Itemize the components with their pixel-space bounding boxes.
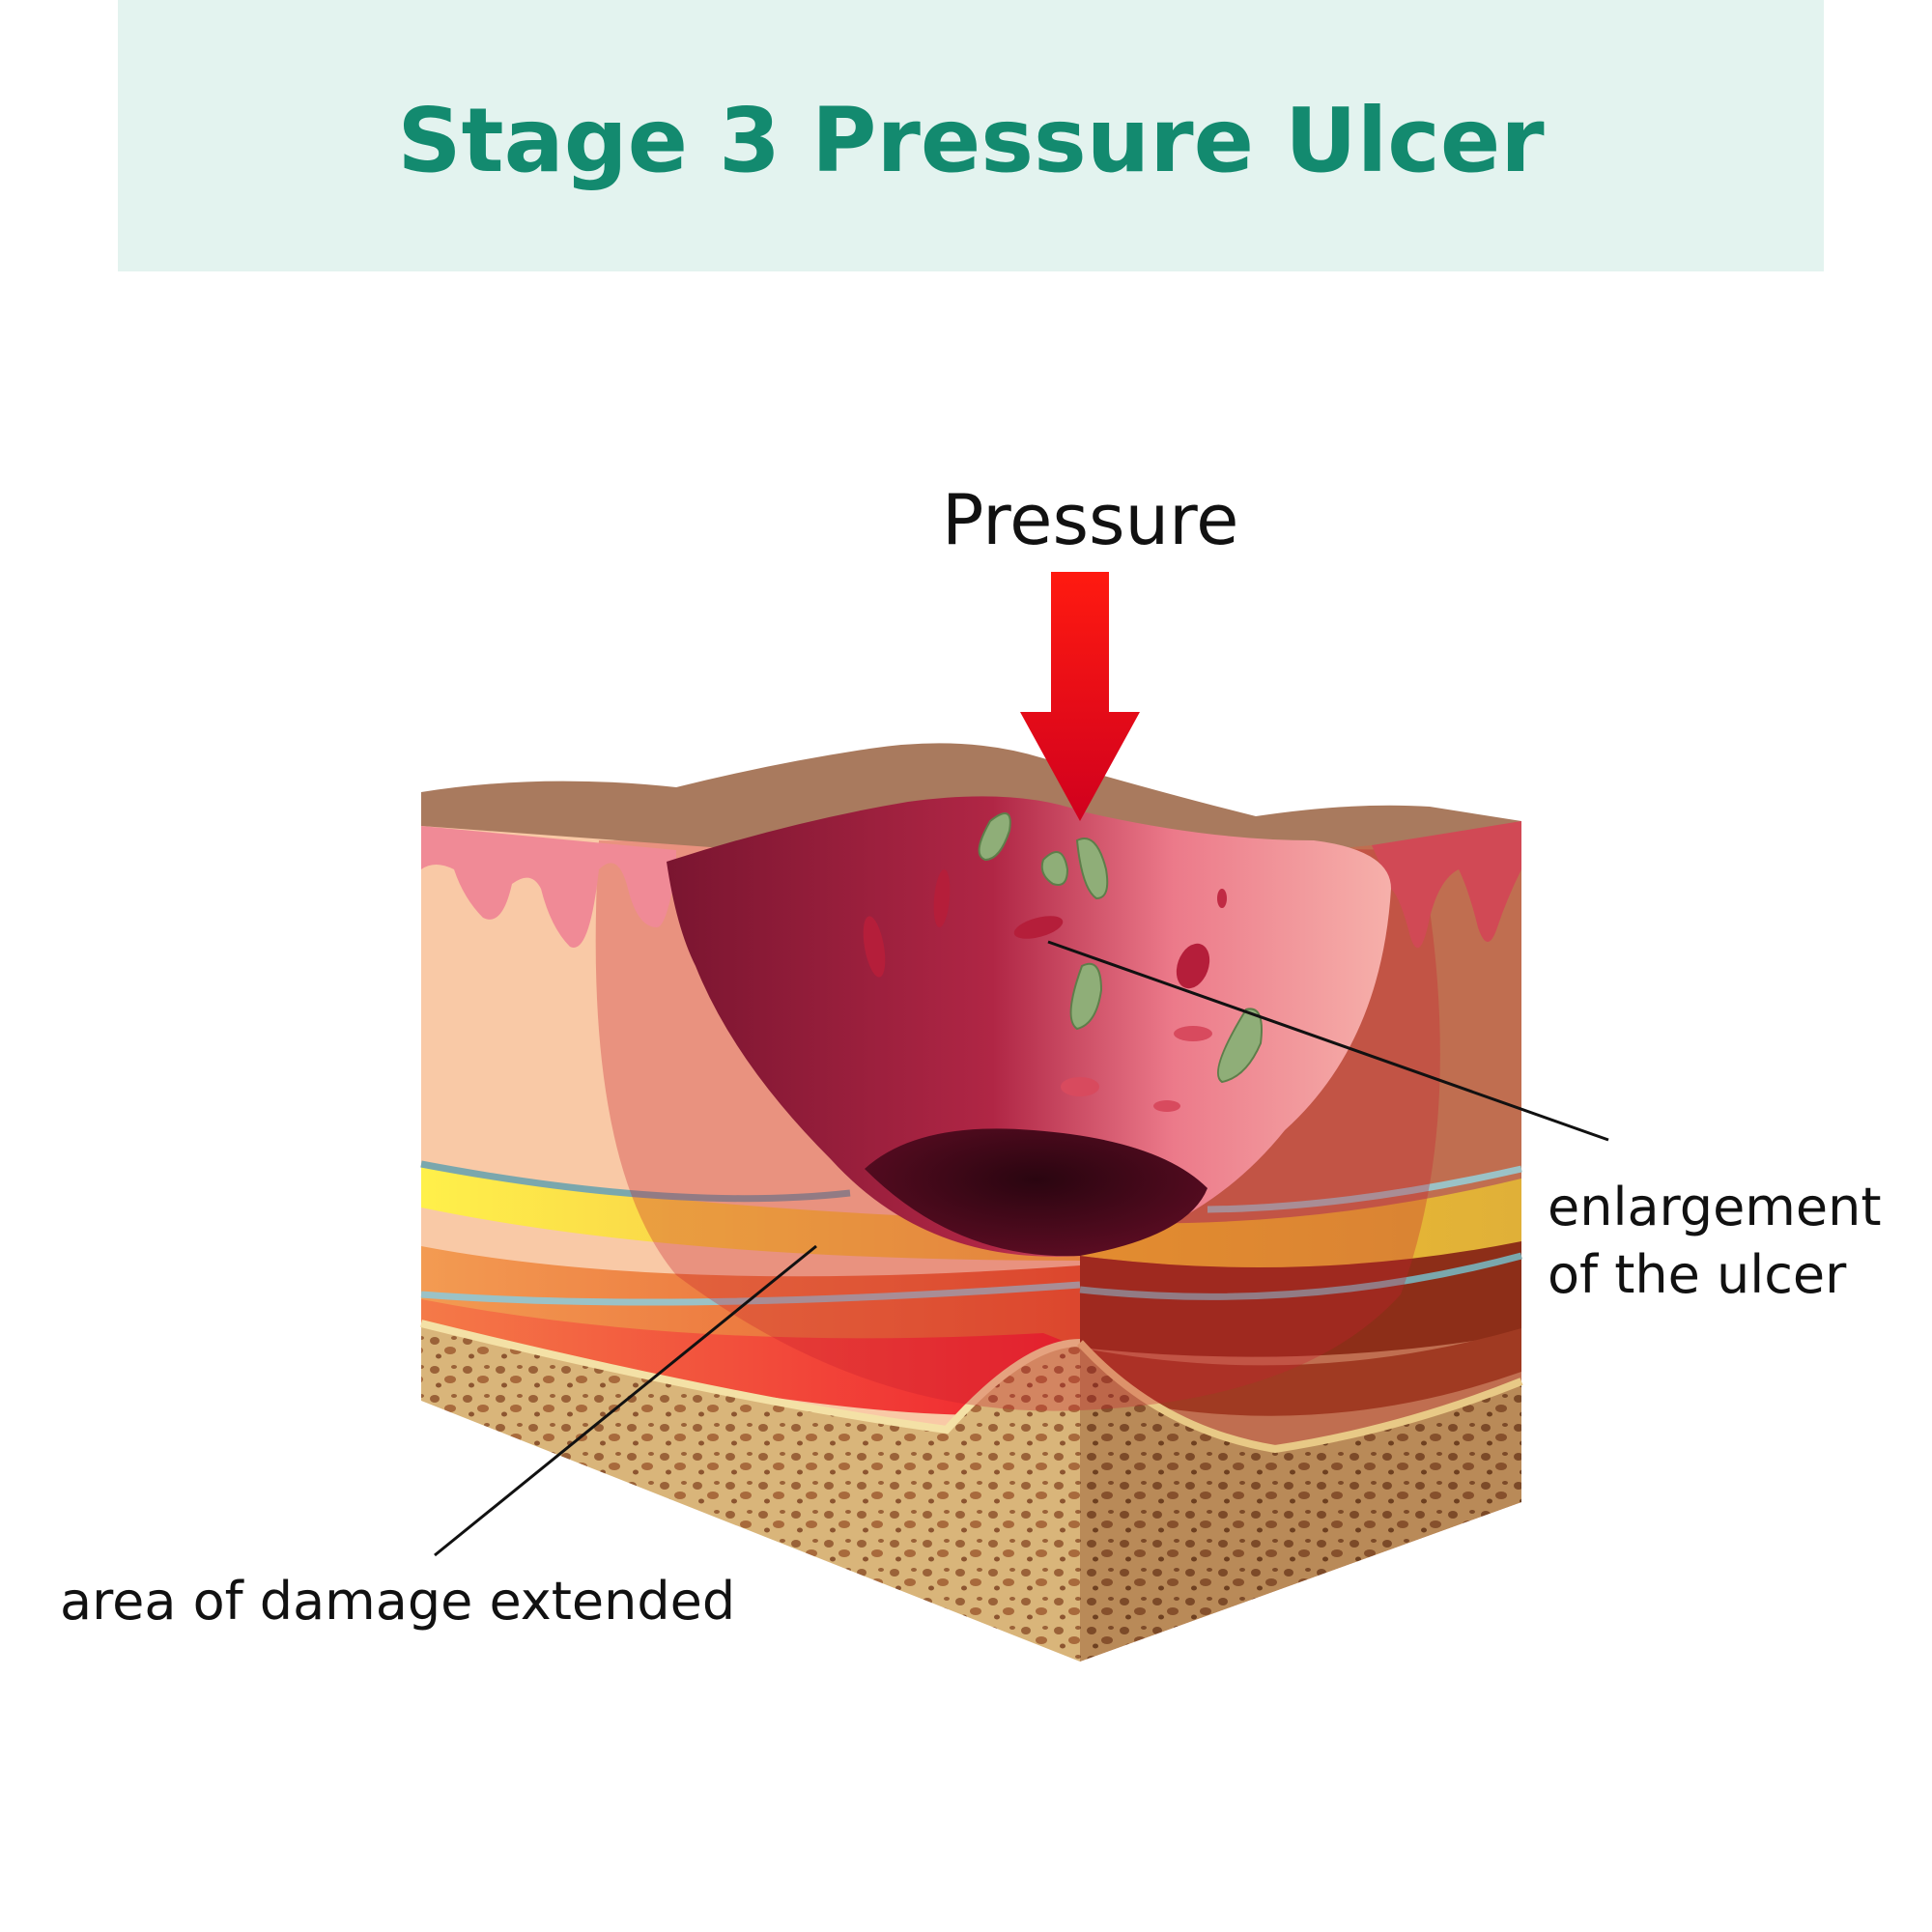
epidermis-left bbox=[421, 826, 676, 948]
pressure-arrow bbox=[1020, 572, 1140, 821]
ulcer-pit bbox=[865, 1128, 1208, 1257]
enlargement-label-line2: of the ulcer bbox=[1548, 1244, 1847, 1305]
bacteria bbox=[978, 812, 1263, 1084]
damage-leader-line bbox=[434, 1244, 817, 1557]
damage-label: area of damage extended bbox=[60, 1571, 736, 1632]
page-title: Stage 3 Pressure Ulcer bbox=[397, 89, 1545, 192]
pressure-label: Pressure bbox=[942, 479, 1239, 560]
skin-block-right-face bbox=[1077, 821, 1523, 1662]
epidermis-right bbox=[1372, 821, 1521, 949]
ulcer-crater bbox=[667, 796, 1391, 1257]
title-banner: Stage 3 Pressure Ulcer bbox=[118, 0, 1824, 271]
enlargement-label-line1: enlargement bbox=[1548, 1177, 1882, 1237]
blood-cells bbox=[863, 869, 1227, 1112]
enlargement-leader-line bbox=[1047, 940, 1609, 1142]
